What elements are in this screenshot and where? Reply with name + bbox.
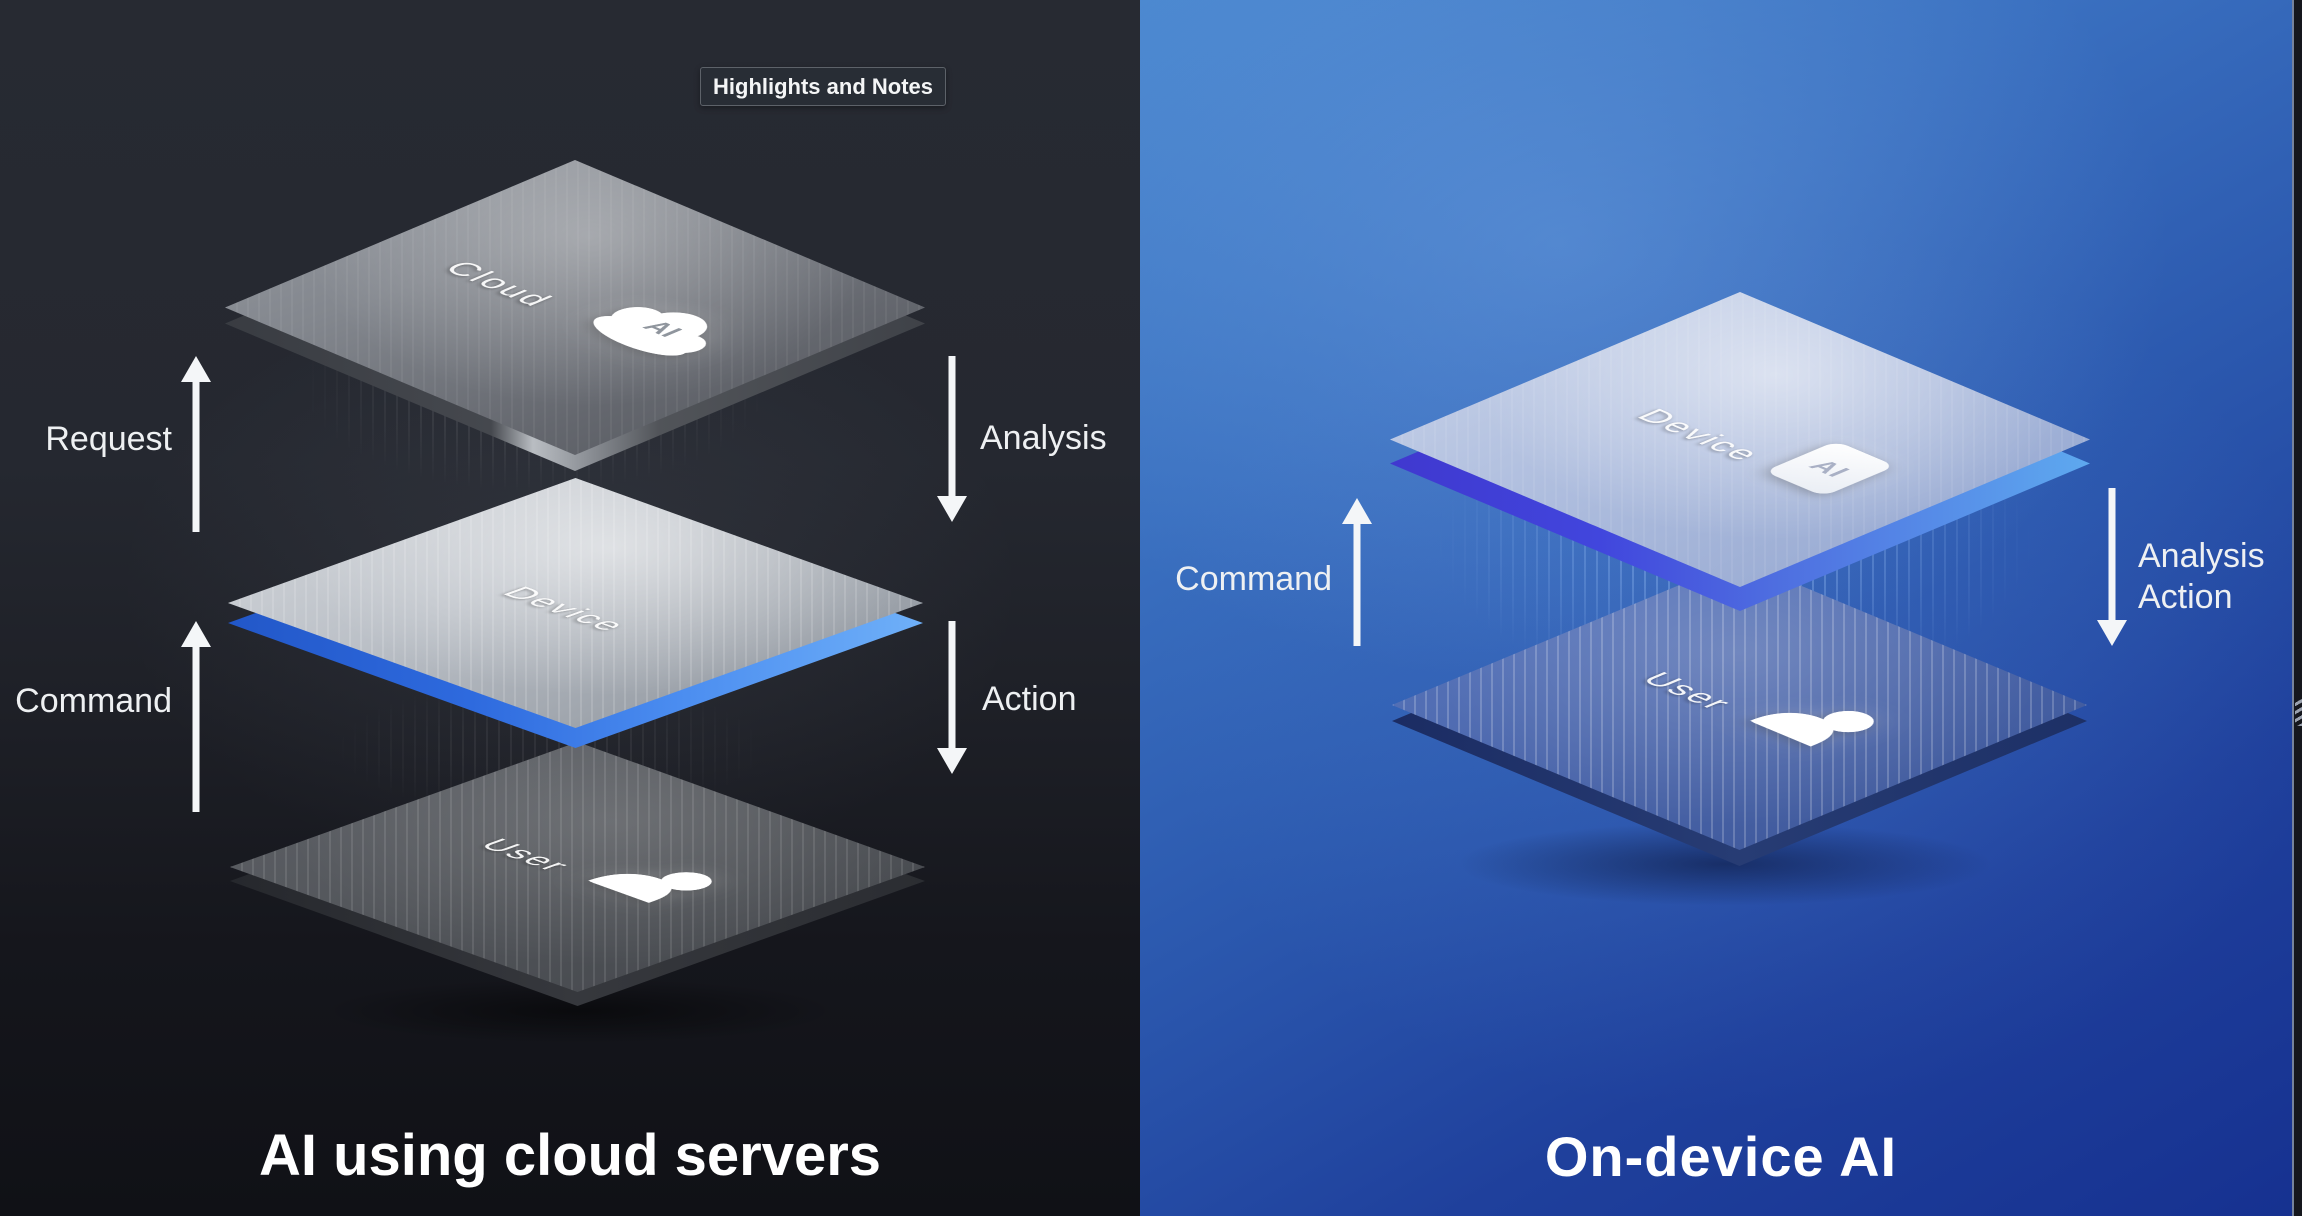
flow-label-request: Request <box>45 420 172 458</box>
flow-label-action: Action <box>2138 578 2233 616</box>
up-arrow-icon <box>178 356 214 532</box>
user-layer-label: User <box>1633 668 1742 714</box>
layer-device: Device AI <box>1390 292 2090 611</box>
cloud-layer-label: Cloud <box>436 256 563 310</box>
person-icon <box>1732 688 1894 756</box>
flow-label-command: Command <box>15 682 172 720</box>
left-panel-title: AI using cloud servers <box>258 1123 882 1188</box>
layer-device: Device <box>228 478 923 748</box>
up-arrow-icon <box>178 621 214 812</box>
user-layer-label: User <box>471 835 580 875</box>
panel-on-device-ai: User Device AI Command <box>1140 0 2302 1216</box>
window-right-edge <box>2292 0 2302 1216</box>
tooltip-highlights-and-notes: Highlights and Notes <box>700 67 946 106</box>
layer-user: User <box>230 742 925 1006</box>
scrollbar-marks <box>2295 698 2302 726</box>
down-arrow-icon <box>934 356 970 522</box>
right-panel-title: On-device AI <box>1544 1125 1898 1188</box>
flow-label-analysis: Analysis <box>2138 537 2265 575</box>
flow-label-command: Command <box>1175 560 1332 598</box>
panel-cloud-ai: User Device <box>0 0 1140 1216</box>
down-arrow-icon <box>2094 488 2130 646</box>
down-arrow-icon <box>934 621 970 774</box>
up-arrow-icon <box>1339 498 1375 646</box>
flow-label-analysis: Analysis <box>980 419 1107 457</box>
ai-badge: AI <box>1802 456 1859 480</box>
ai-cloud-icon: AI <box>551 284 763 373</box>
person-icon <box>570 853 732 911</box>
ai-phone-icon: AI <box>1764 440 1896 496</box>
device-layer-label: Device <box>494 583 637 635</box>
flow-label-action: Action <box>982 680 1077 718</box>
device-layer-label: Device <box>1628 404 1772 465</box>
layer-cloud: Cloud AI <box>225 160 925 471</box>
